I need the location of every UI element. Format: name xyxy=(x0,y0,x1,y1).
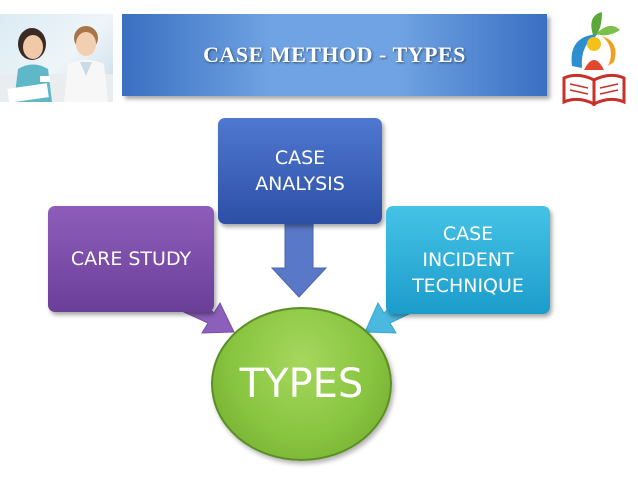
node-label-line: ANALYSIS xyxy=(255,173,345,195)
node-label-line: CASE xyxy=(274,146,326,169)
center-label: TYPES xyxy=(239,361,364,407)
center-node-types: TYPES xyxy=(211,307,392,461)
node-case-incident-technique: CASE INCIDENT TECHNIQUE xyxy=(386,206,550,314)
node-label-line: CASE xyxy=(442,222,494,245)
node-case-analysis: CASE ANALYSIS xyxy=(218,118,382,224)
education-logo-icon xyxy=(558,8,630,108)
node-label-line: INCIDENT xyxy=(422,248,514,271)
node-label-line: TECHNIQUE xyxy=(412,275,524,298)
node-care-study: CARE STUDY xyxy=(48,206,214,312)
title-banner: CASE METHOD - TYPES xyxy=(122,14,547,96)
arrow-down-icon xyxy=(270,221,328,298)
node-label-line: CARE STUDY xyxy=(70,247,192,270)
staff-photo xyxy=(0,14,113,102)
page-title: CASE METHOD - TYPES xyxy=(203,42,466,67)
